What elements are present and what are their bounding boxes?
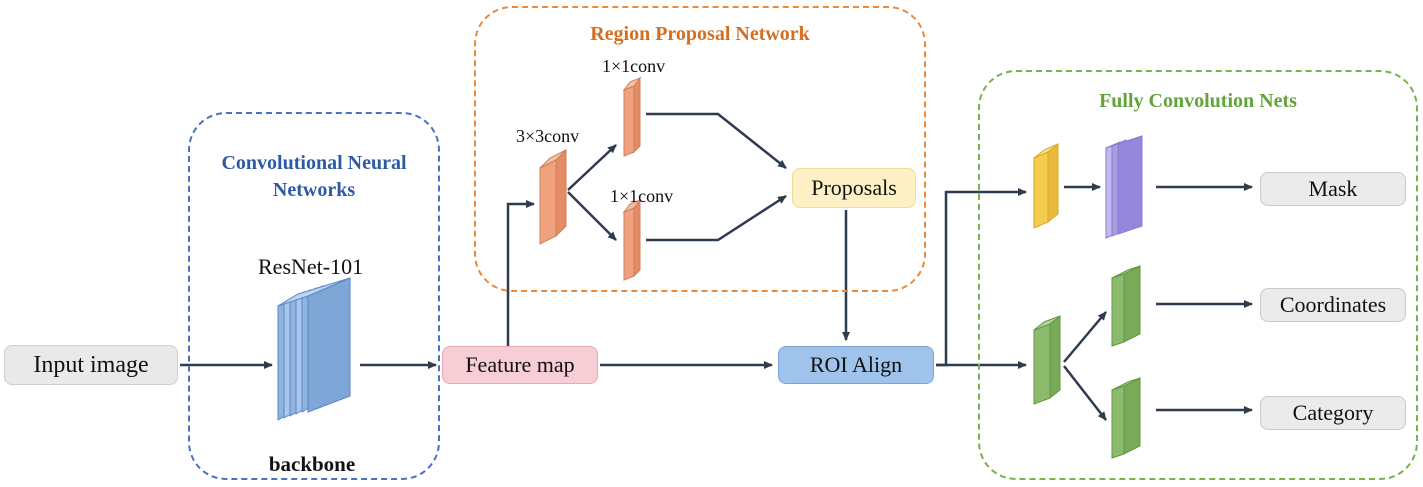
arrow-conv1-bottom-to-proposals [646,194,787,242]
category-output-node: Category [1260,396,1406,430]
rpn-conv3x3-layer [539,148,567,245]
fcn-coord-layer [1111,265,1141,347]
rpn-conv1x1-top-layer [622,76,642,157]
cnn-group-border [188,112,440,480]
coordinates-output-node: Coordinates [1260,288,1406,322]
arrow-fcn-to-coord-layer [1063,311,1107,363]
backbone-label: backbone [268,452,356,476]
fcn-group-title: Fully Convolution Nets [1099,90,1297,112]
mask-output-node: Mask [1260,172,1406,206]
resnet-label: ResNet-101 [258,254,364,279]
mask-head-layer-2 [1105,135,1143,239]
rpn-group-title: Region Proposal Network [590,23,810,45]
cnn-group-title: Convolutional Neural Networks [221,152,407,201]
conv1x1-top-label: 1×1conv [602,56,666,76]
conv1x1-bottom-label: 1×1conv [610,186,674,206]
backbone-layers [277,277,351,421]
fcn-category-layer [1111,377,1141,459]
input-image-node: Input image [4,345,178,385]
roi-align-node: ROI Align [778,346,934,384]
fcn-shared-layer [1033,314,1061,405]
rpn-group-border [474,6,926,292]
arrow-conv3-to-conv1-bottom [567,191,617,241]
arrow-conv1-top-to-proposals [646,112,787,169]
arrow-feature-to-rpn [506,200,535,346]
mask-head-layer-1 [1033,142,1059,229]
feature-map-node: Feature map [442,346,598,384]
proposals-node: Proposals [792,168,916,208]
conv3x3-label: 3×3conv [516,126,580,146]
arrow-conv3-to-conv1-top [567,144,617,191]
arrows [180,112,1253,421]
fcn-group-border [978,70,1418,480]
arrow-fcn-to-category-layer [1063,365,1107,421]
rpn-conv1x1-bottom-layer [622,198,642,281]
